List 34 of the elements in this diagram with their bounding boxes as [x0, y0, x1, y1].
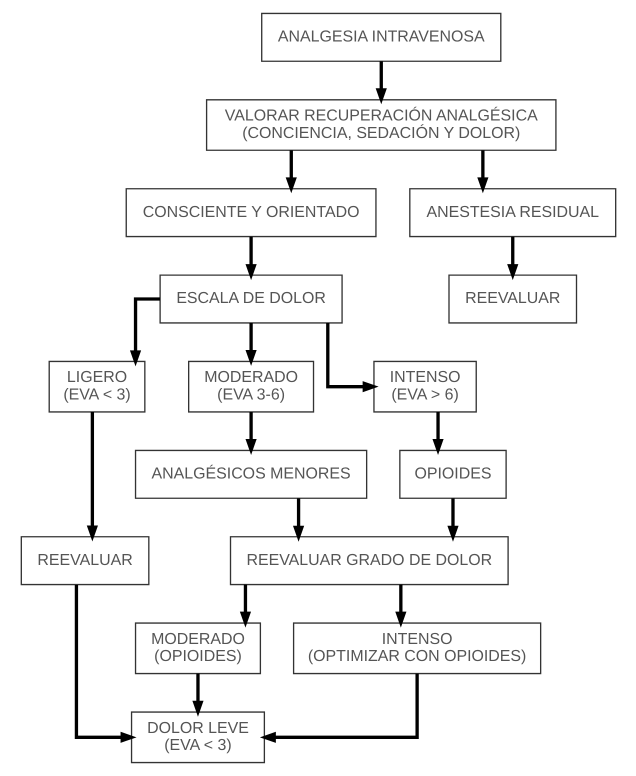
arrow	[192, 674, 204, 717]
arrow	[74, 584, 136, 743]
node-box: INTENSO (OPTIMIZAR CON OPIOIDES)	[292, 622, 541, 674]
node-box: MODERADO (EVA 3-6)	[188, 360, 314, 413]
node-box: REEVALUAR GRADO DE DOLOR	[229, 536, 508, 586]
arrow	[129, 297, 160, 366]
arrow	[245, 322, 256, 366]
node-box: DOLOR LEVE (EVA < 3)	[130, 711, 265, 764]
node-box: REEVALUAR	[20, 536, 149, 586]
node-box: OPIOIDES	[398, 450, 506, 499]
node-box: REEVALUAR	[448, 274, 577, 324]
arrow	[506, 236, 518, 280]
arrow	[245, 412, 256, 455]
arrow	[326, 322, 378, 392]
node-box: ANALGESIA INTRAVENOSA	[260, 12, 501, 62]
node-box: ANALGÉSICOS MENORES	[134, 450, 367, 499]
arrow	[285, 150, 296, 194]
node-box: ESCALA DE DOLOR	[158, 274, 342, 324]
node-box: ANESTESIA RESIDUAL	[408, 188, 616, 238]
arrow	[394, 584, 406, 628]
arrow	[245, 236, 256, 280]
arrow	[446, 498, 458, 542]
node-box: INTENSO (EVA > 6)	[372, 360, 476, 413]
node-box: LIGERO (EVA < 3)	[48, 360, 145, 413]
arrow	[375, 61, 386, 104]
arrow	[292, 498, 304, 542]
arrow	[239, 584, 251, 628]
node-box: VALORAR RECUPERACIÓN ANALGÉSICA (CONCIENCIA, SEDACIÓN Y DOLOR)	[205, 99, 556, 151]
arrow	[476, 150, 488, 194]
arrow	[259, 674, 418, 743]
arrow	[432, 412, 444, 455]
node-box: CONSCIENTE Y ORIENTADO	[125, 188, 376, 238]
arrow	[86, 412, 98, 542]
node-box: MODERADO (OPIOIDES)	[134, 622, 261, 674]
